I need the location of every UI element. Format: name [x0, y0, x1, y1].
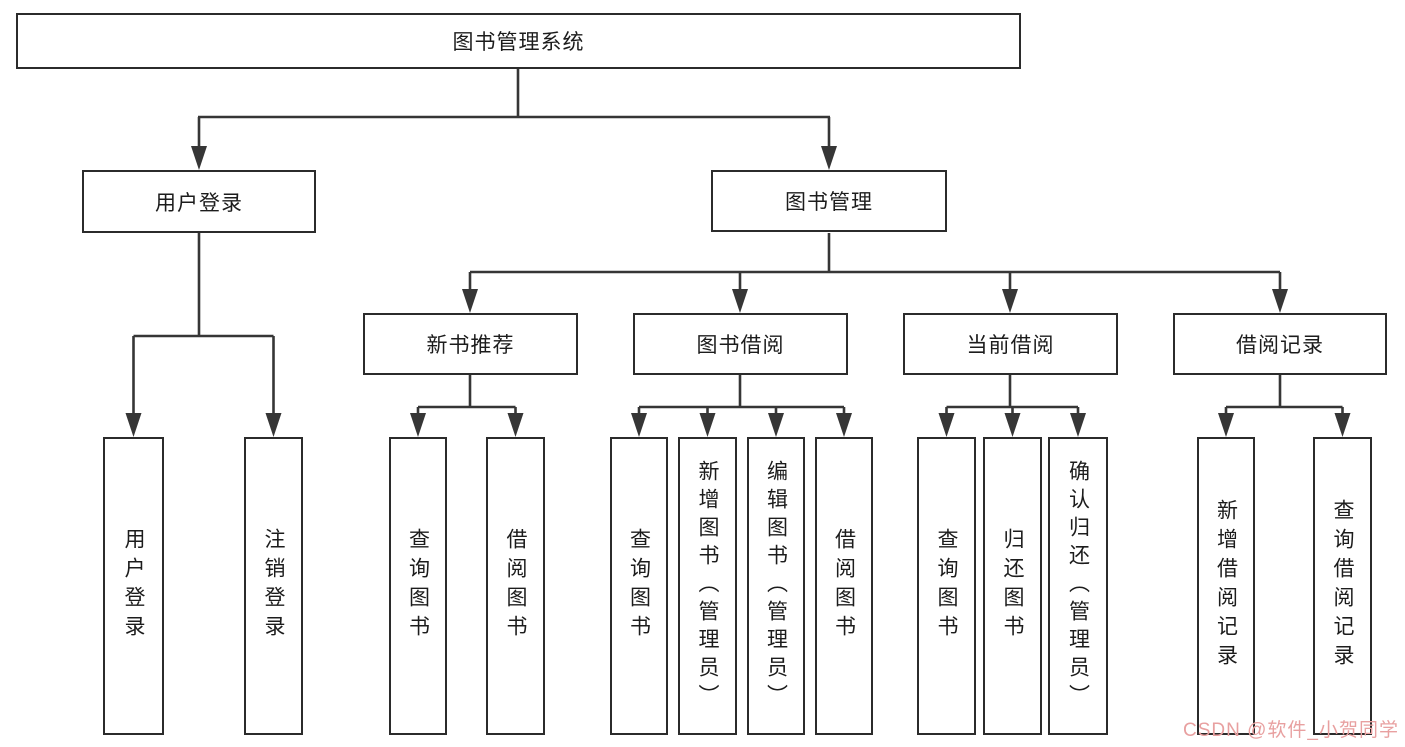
csdn-watermark: CSDN @软件_小贺同学 [1183, 720, 1399, 741]
node-leaf-borrow-book-1: 借阅图书 [486, 437, 545, 735]
node-book-borrow: 图书借阅 [633, 313, 848, 375]
node-leaf-query-book-2: 查询图书 [610, 437, 668, 735]
node-leaf-add-book-label: 新增图书（管理员） [696, 460, 719, 712]
node-book-management: 图书管理 [711, 170, 947, 232]
node-book-borrow-label: 图书借阅 [696, 334, 785, 357]
node-leaf-confirm-return-label: 确认归还（管理员） [1066, 460, 1090, 712]
node-user-login: 用户登录 [82, 170, 316, 233]
node-leaf-logout-label: 注销登录 [262, 528, 285, 644]
node-leaf-add-book: 新增图书（管理员） [678, 437, 737, 735]
node-current-borrow-label: 当前借阅 [966, 334, 1055, 357]
node-borrow-record-label: 借阅记录 [1236, 334, 1324, 357]
node-leaf-borrow-book-2-label: 借阅图书 [832, 528, 856, 644]
node-leaf-logout: 注销登录 [244, 437, 303, 735]
node-borrow-record: 借阅记录 [1173, 313, 1387, 375]
node-leaf-return-book: 归还图书 [983, 437, 1042, 735]
node-leaf-query-book-3: 查询图书 [917, 437, 976, 735]
node-leaf-return-book-label: 归还图书 [1001, 528, 1024, 644]
node-root-label: 图书管理系统 [452, 31, 585, 54]
node-leaf-user-login: 用户登录 [103, 437, 164, 735]
node-leaf-borrow-book-2: 借阅图书 [815, 437, 873, 735]
node-new-book-recommend: 新书推荐 [363, 313, 578, 375]
node-leaf-edit-book-label: 编辑图书（管理员） [764, 460, 788, 712]
node-leaf-query-borrow-record-label: 查询借阅记录 [1331, 499, 1354, 673]
node-leaf-edit-book: 编辑图书（管理员） [747, 437, 805, 735]
node-leaf-query-book-1: 查询图书 [389, 437, 447, 735]
node-leaf-add-borrow-record: 新增借阅记录 [1197, 437, 1255, 735]
node-leaf-query-book-1-label: 查询图书 [406, 528, 430, 644]
node-leaf-borrow-book-1-label: 借阅图书 [504, 528, 527, 644]
node-user-login-label: 用户登录 [155, 191, 243, 215]
node-leaf-user-login-label: 用户登录 [122, 528, 145, 644]
node-leaf-query-book-3-label: 查询图书 [935, 528, 958, 644]
node-root: 图书管理系统 [16, 13, 1021, 69]
node-leaf-query-book-2-label: 查询图书 [627, 528, 651, 644]
node-leaf-confirm-return: 确认归还（管理员） [1048, 437, 1108, 735]
node-new-book-recommend-label: 新书推荐 [426, 334, 515, 357]
node-book-management-label: 图书管理 [785, 191, 873, 214]
node-leaf-query-borrow-record: 查询借阅记录 [1313, 437, 1372, 735]
node-leaf-add-borrow-record-label: 新增借阅记录 [1214, 499, 1238, 673]
node-current-borrow: 当前借阅 [903, 313, 1118, 375]
